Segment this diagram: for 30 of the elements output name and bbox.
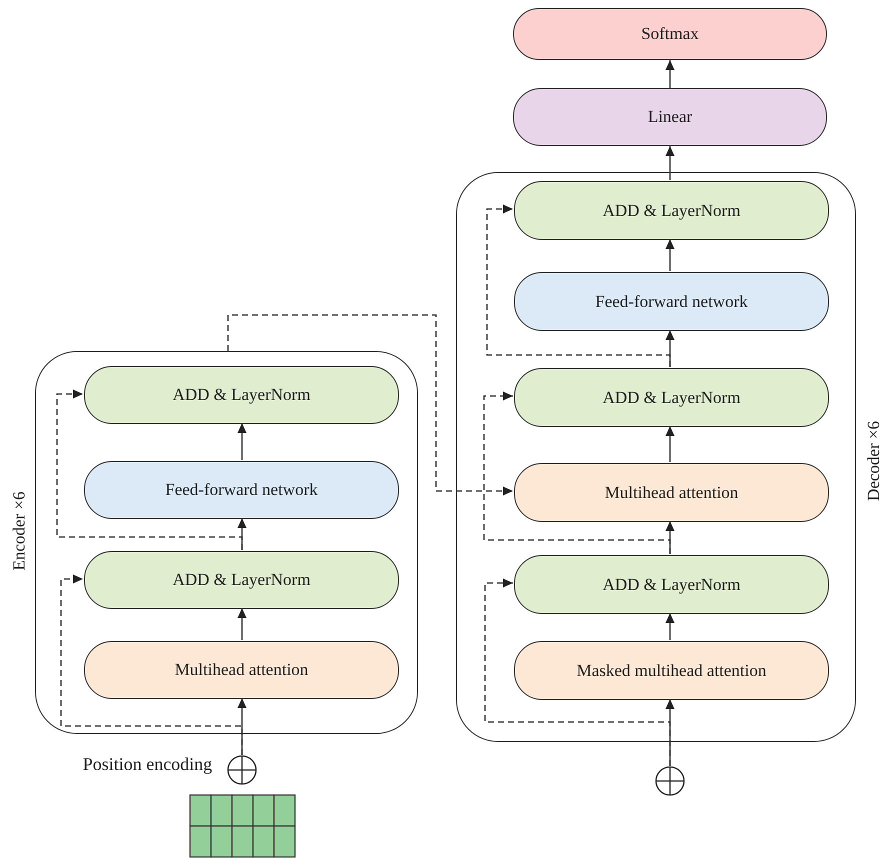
layer-norm-box: ADD & LayerNorm (514, 181, 829, 240)
arrow (666, 146, 674, 180)
container-label: Decoder ×6 (864, 421, 881, 501)
side-label: Position encoding (82, 754, 212, 775)
dashed-arrow (60, 574, 243, 755)
feed-forward-box: Feed-forward network (84, 461, 399, 519)
arrow (666, 239, 674, 271)
arrow (666, 426, 674, 462)
feed-forward-box: Feed-forward network (514, 272, 829, 331)
dashed-arrow (227, 314, 513, 496)
arrow (666, 613, 674, 640)
softmax-box: Softmax (513, 8, 827, 60)
layer-norm-box: ADD & LayerNorm (84, 366, 399, 424)
container-label: Encoder ×6 (9, 492, 29, 570)
linear-box: Linear (513, 88, 827, 146)
masked-attention-box: Masked multihead attention (514, 641, 829, 700)
attention-box: Multihead attention (514, 463, 829, 522)
sum-circle-icon (227, 755, 257, 785)
sum-circle-icon (655, 766, 685, 796)
attention-box: Multihead attention (84, 641, 399, 699)
arrow (238, 608, 246, 640)
dashed-arrow (483, 392, 671, 554)
dashed-arrow (484, 578, 671, 766)
arrow (238, 423, 246, 460)
layer-norm-box: ADD & LayerNorm (514, 555, 829, 614)
layer-norm-box: ADD & LayerNorm (514, 368, 829, 427)
dashed-arrow (56, 390, 243, 550)
dashed-arrow (486, 204, 671, 367)
arrow (666, 60, 674, 88)
layer-norm-box: ADD & LayerNorm (84, 551, 399, 609)
